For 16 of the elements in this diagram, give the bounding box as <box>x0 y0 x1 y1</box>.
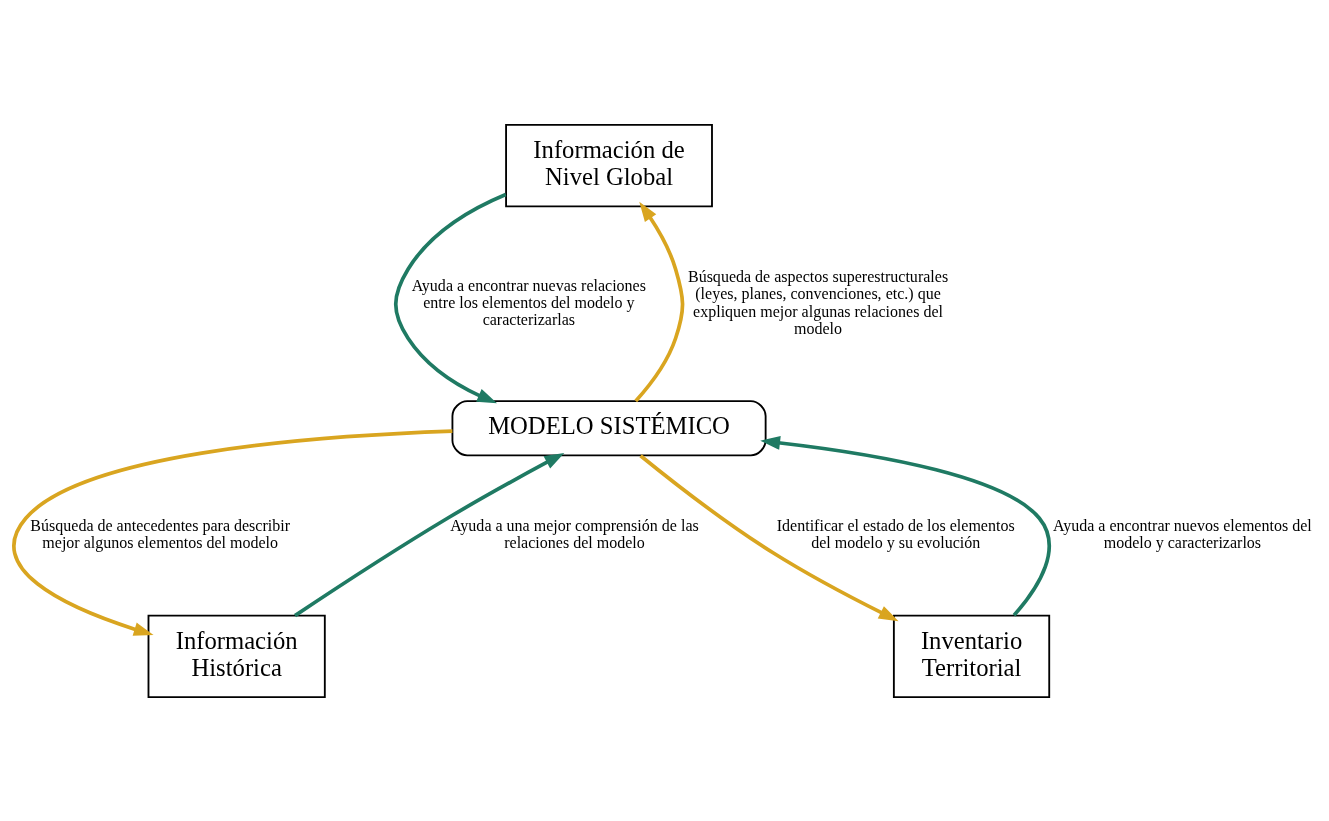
edge-label: Ayuda a encontrar nuevos elementos del modelo y caracterizarlos <box>1053 516 1312 551</box>
edge-label: Búsqueda de antecedentes para describir mejor algunos elementos del modelo <box>30 516 291 551</box>
node-box: Información Histórica <box>147 614 326 698</box>
edge-label: Ayuda a encontrar nuevas relaciones entre los elementos del modelo y caracterizarlas <box>411 276 646 328</box>
arrow <box>639 453 899 621</box>
node-box: MODELO SISTÉMICO <box>451 399 767 456</box>
edge-label: Ayuda a una mejor comprensión de las relaciones del modelo <box>450 516 699 551</box>
arrow <box>394 192 507 403</box>
arrow <box>293 452 565 617</box>
edge-label: Identificar el estado de los elementos del modelo y su evolución <box>776 516 1015 551</box>
node-box: Inventario Territorial <box>892 614 1051 698</box>
arrow <box>760 435 1051 616</box>
edge-label: Búsqueda de aspectos superestructurales (leyes, planes, convenciones, etc.) que expliquen mejor algunas relaciones del modelo <box>687 267 949 337</box>
node-box: Información de Nivel Global <box>505 123 713 207</box>
arrow <box>12 428 453 636</box>
arrow <box>634 201 685 402</box>
